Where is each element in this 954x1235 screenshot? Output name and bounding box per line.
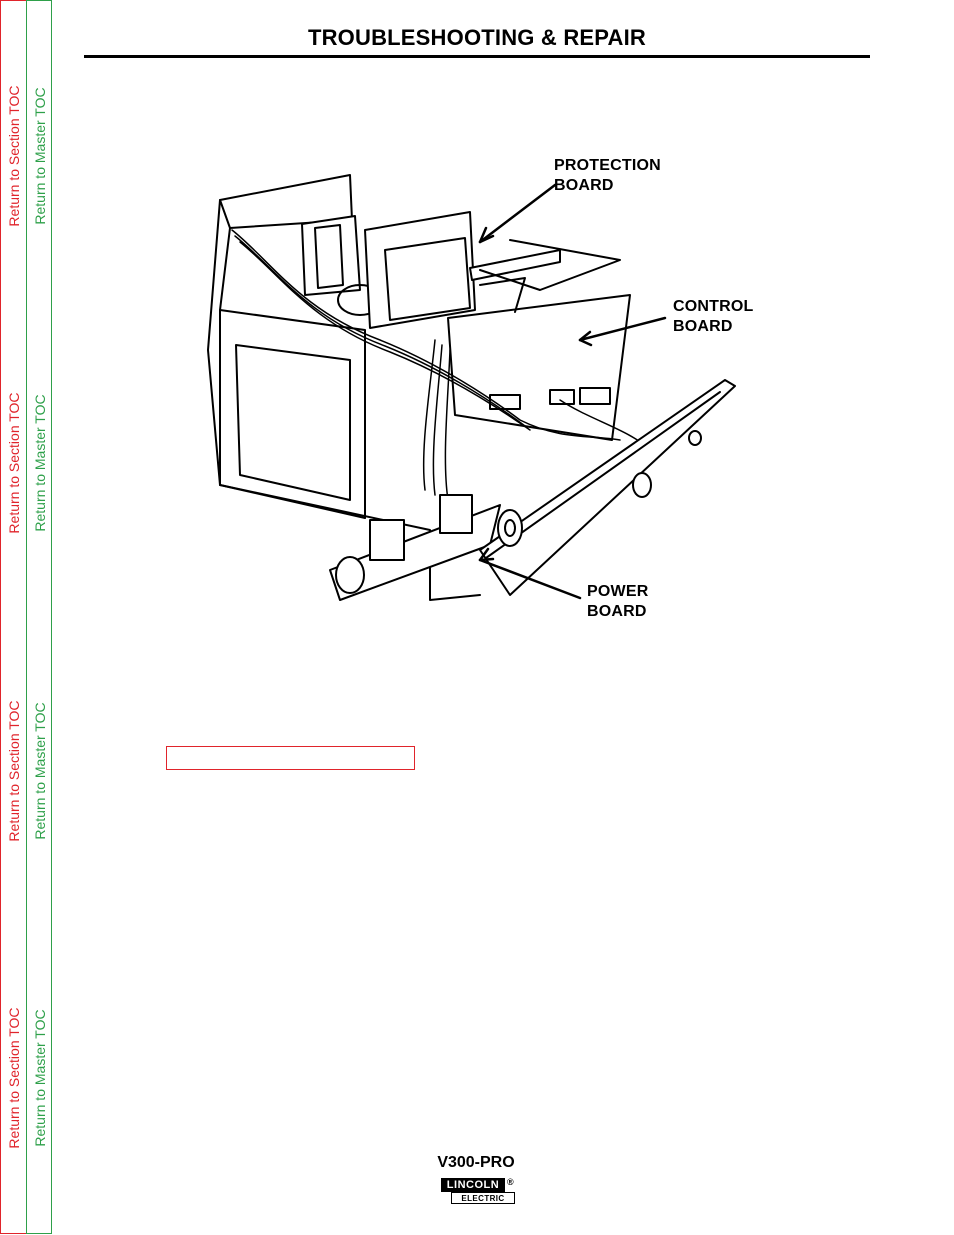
logo-lincoln-text: LINCOLN: [441, 1178, 505, 1192]
return-to-section-toc-link[interactable]: Return to Section TOC: [6, 700, 22, 842]
machine-illustration: [207, 174, 736, 601]
front-panel: [479, 379, 736, 596]
master-toc-strip: Return to Master TOC Return to Master TO…: [26, 0, 52, 1234]
return-to-master-toc-link[interactable]: Return to Master TOC: [32, 702, 48, 840]
return-to-master-toc-link[interactable]: Return to Master TOC: [32, 1009, 48, 1147]
registered-mark: ®: [507, 1177, 514, 1187]
transformer: [301, 215, 383, 316]
header-rule: [84, 55, 870, 58]
power-board: [329, 494, 501, 601]
model-name: V300-PRO: [437, 1154, 515, 1171]
protection-board: [364, 211, 621, 329]
protection-board-label: PROTECTION BOARD: [554, 157, 661, 194]
power-board-label: POWER BOARD: [587, 583, 649, 620]
control-board-label: CONTROL BOARD: [673, 298, 754, 335]
return-to-section-toc-link[interactable]: Return to Section TOC: [6, 85, 22, 227]
return-to-master-toc-link[interactable]: Return to Master TOC: [32, 394, 48, 532]
return-to-section-toc-link[interactable]: Return to Section TOC: [6, 1007, 22, 1149]
section-toc-strip: Return to Section TOC Return to Section …: [0, 0, 26, 1234]
callout-arrows: [478, 183, 667, 600]
logo-electric-text: ELECTRIC: [451, 1192, 515, 1204]
lincoln-electric-logo: LINCOLN ® ELECTRIC: [441, 1177, 517, 1205]
wire-harness: [231, 229, 651, 501]
page-title: TROUBLESHOOTING & REPAIR: [307, 25, 647, 50]
red-outline-box: [166, 746, 415, 770]
return-to-master-toc-link[interactable]: Return to Master TOC: [32, 87, 48, 225]
return-to-section-toc-link[interactable]: Return to Section TOC: [6, 392, 22, 534]
cabinet-frame: [207, 174, 481, 601]
